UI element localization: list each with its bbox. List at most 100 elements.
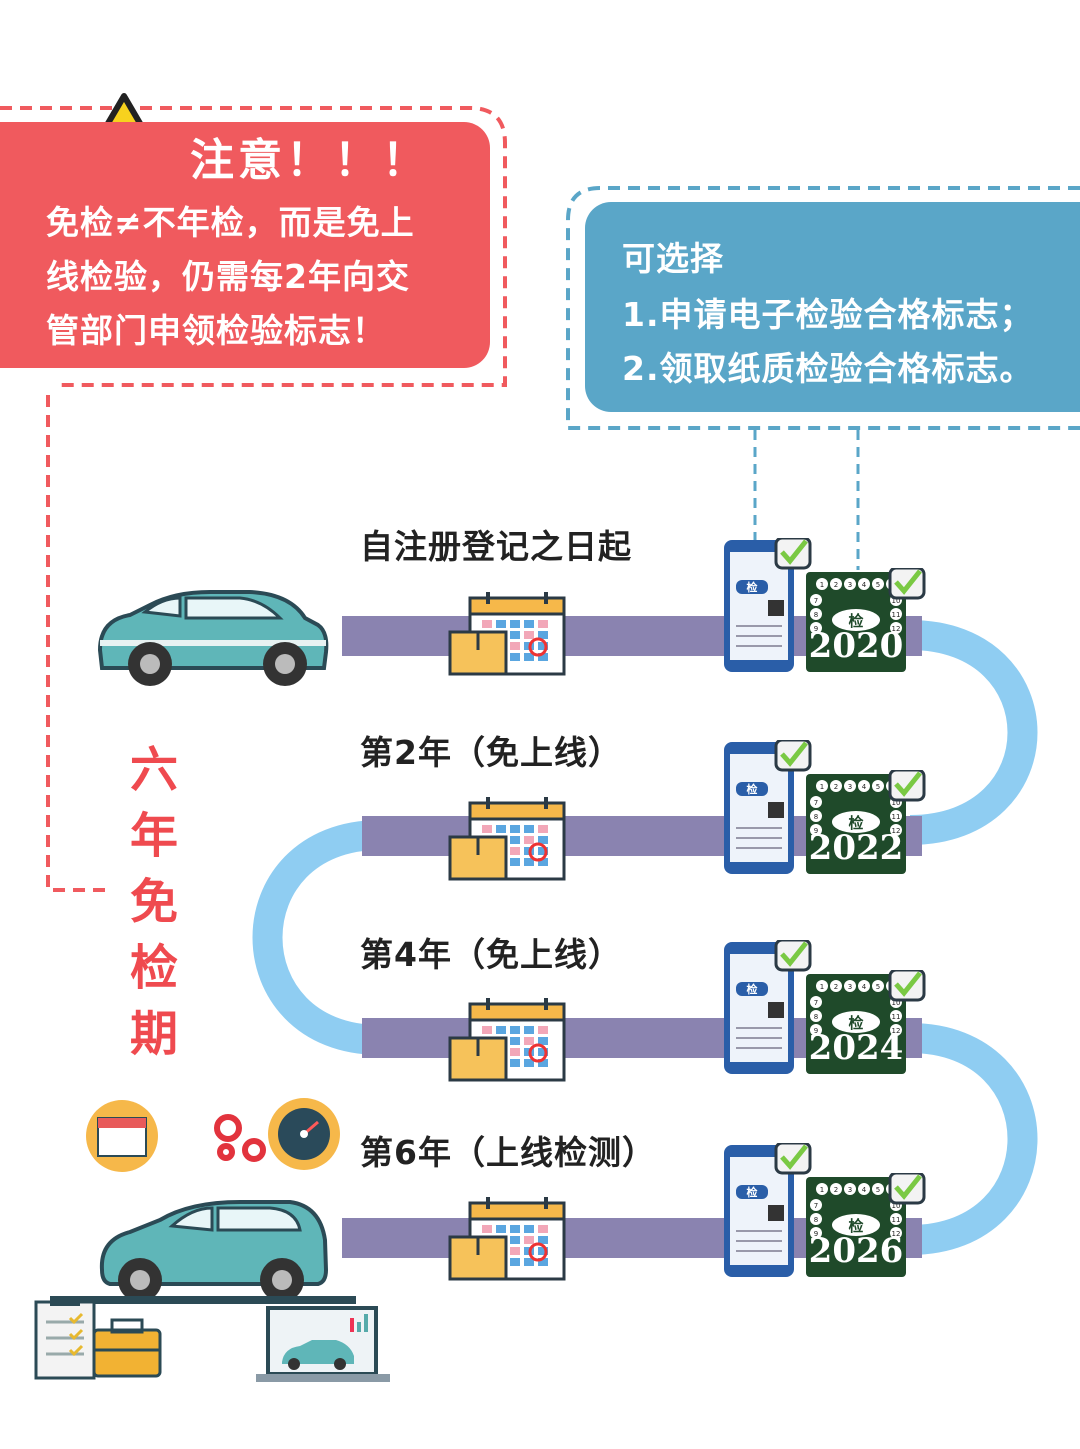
- svg-text:11: 11: [892, 1216, 901, 1224]
- svg-text:7: 7: [814, 1202, 818, 1210]
- svg-text:8: 8: [814, 1216, 818, 1224]
- svg-text:检: 检: [747, 1185, 758, 1199]
- svg-text:5: 5: [876, 983, 880, 991]
- svg-text:检: 检: [848, 814, 863, 832]
- paper-certificate-sticker: 123456789101112 检 2020: [806, 566, 926, 676]
- options-item-2: 2.领取纸质检验合格标志。: [622, 349, 1034, 388]
- electronic-certificate-phone-icon: 检: [722, 1141, 812, 1283]
- paper-certificate-sticker: 123456789101112 检 2022: [806, 768, 926, 878]
- svg-text:检: 检: [747, 782, 758, 796]
- toolbox-icon: [92, 1318, 162, 1378]
- svg-text:12: 12: [892, 1027, 901, 1035]
- step-label-2: 第2年（免上线）: [360, 733, 622, 772]
- svg-text:11: 11: [892, 611, 901, 619]
- svg-text:4: 4: [862, 581, 867, 589]
- car-icon-top: [97, 590, 329, 686]
- laptop-diagnostic-icon: [256, 1306, 390, 1382]
- svg-text:4: 4: [862, 783, 867, 791]
- options-panel: [585, 202, 1080, 412]
- svg-text:检: 检: [848, 1014, 863, 1032]
- certificate-year: 2024: [808, 1028, 904, 1068]
- svg-text:3: 3: [848, 581, 852, 589]
- svg-text:1: 1: [820, 1186, 824, 1194]
- svg-text:7: 7: [814, 799, 818, 807]
- certificate-year: 2026: [808, 1231, 904, 1271]
- svg-text:9: 9: [814, 827, 818, 835]
- warning-dashed-frame: [0, 106, 507, 387]
- svg-text:8: 8: [814, 813, 818, 821]
- options-connector-lines: [753, 430, 860, 570]
- svg-text:12: 12: [892, 827, 901, 835]
- vertical-title-char-2: 年: [129, 808, 178, 864]
- svg-text:10: 10: [892, 999, 901, 1007]
- electronic-certificate-phone-icon: 检: [722, 738, 812, 880]
- paper-certificate-sticker: 123456789101112 检 2024: [806, 968, 926, 1078]
- svg-text:1: 1: [820, 783, 824, 791]
- speedometer-icon: [268, 1098, 340, 1170]
- electronic-certificate-phone-icon: 检: [722, 536, 812, 678]
- svg-text:5: 5: [876, 1186, 880, 1194]
- svg-text:7: 7: [814, 597, 818, 605]
- svg-text:10: 10: [892, 1202, 901, 1210]
- car-on-lift-icon: [80, 1200, 356, 1304]
- svg-text:8: 8: [814, 1013, 818, 1021]
- svg-text:4: 4: [862, 1186, 867, 1194]
- clipboard-icon: [34, 1296, 96, 1380]
- calendar-package-icon: [448, 795, 568, 885]
- svg-text:5: 5: [876, 783, 880, 791]
- svg-text:2: 2: [834, 783, 838, 791]
- svg-text:检: 检: [747, 982, 758, 996]
- vertical-title-char-3: 免: [129, 874, 178, 930]
- svg-text:9: 9: [814, 625, 818, 633]
- electronic-certificate-phone-icon: 检: [722, 938, 812, 1080]
- svg-text:10: 10: [892, 799, 901, 807]
- calendar-package-icon: [448, 1195, 568, 1285]
- svg-text:2: 2: [834, 581, 838, 589]
- svg-text:3: 3: [848, 1186, 852, 1194]
- calendar-circle-icon: [86, 1100, 158, 1172]
- step-label-4: 第6年（上线检测）: [360, 1133, 656, 1172]
- vertical-title-char-5: 期: [129, 1006, 178, 1062]
- warning-title: 注意！！！: [190, 135, 430, 186]
- svg-text:3: 3: [848, 783, 852, 791]
- svg-text:5: 5: [876, 581, 880, 589]
- vertical-title-char-4: 检: [129, 940, 178, 996]
- warning-panel: [0, 122, 490, 368]
- certificate-year: 2022: [808, 828, 904, 868]
- warning-line-3: 管部门申领检验标志！: [46, 311, 386, 350]
- svg-text:1: 1: [820, 983, 824, 991]
- connector-curve-1: [909, 620, 1038, 845]
- svg-text:10: 10: [892, 597, 901, 605]
- step-label-1: 自注册登记之日起: [360, 527, 632, 566]
- vertical-title-char-1: 六: [129, 742, 178, 798]
- svg-text:8: 8: [814, 611, 818, 619]
- connector-curve-2: [252, 820, 381, 1055]
- svg-text:检: 检: [848, 1217, 863, 1235]
- svg-text:2: 2: [834, 1186, 838, 1194]
- svg-text:11: 11: [892, 1013, 901, 1021]
- options-item-1: 1.申请电子检验合格标志；: [622, 295, 1034, 334]
- connector-curve-3: [909, 1023, 1038, 1255]
- options-dashed-frame: [566, 186, 1080, 430]
- svg-text:9: 9: [814, 1230, 818, 1238]
- calendar-package-icon: [448, 996, 568, 1086]
- step-label-3: 第4年（免上线）: [360, 935, 622, 974]
- svg-text:检: 检: [848, 612, 863, 630]
- svg-text:12: 12: [892, 1230, 901, 1238]
- svg-text:1: 1: [820, 581, 824, 589]
- svg-text:4: 4: [862, 983, 867, 991]
- certificate-year: 2020: [808, 626, 904, 666]
- svg-text:11: 11: [892, 813, 901, 821]
- svg-text:7: 7: [814, 999, 818, 1007]
- svg-text:检: 检: [747, 580, 758, 594]
- options-heading: 可选择: [622, 239, 724, 278]
- svg-text:3: 3: [848, 983, 852, 991]
- calendar-package-icon: [448, 590, 568, 680]
- warning-line-1: 免检≠不年检，而是免上: [46, 203, 415, 242]
- svg-text:9: 9: [814, 1027, 818, 1035]
- svg-text:2: 2: [834, 983, 838, 991]
- svg-text:12: 12: [892, 625, 901, 633]
- paper-certificate-sticker: 123456789101112 检 2026: [806, 1171, 926, 1281]
- warning-connector-line: [46, 395, 112, 892]
- warning-line-2: 线检验，仍需每2年向交: [46, 257, 410, 296]
